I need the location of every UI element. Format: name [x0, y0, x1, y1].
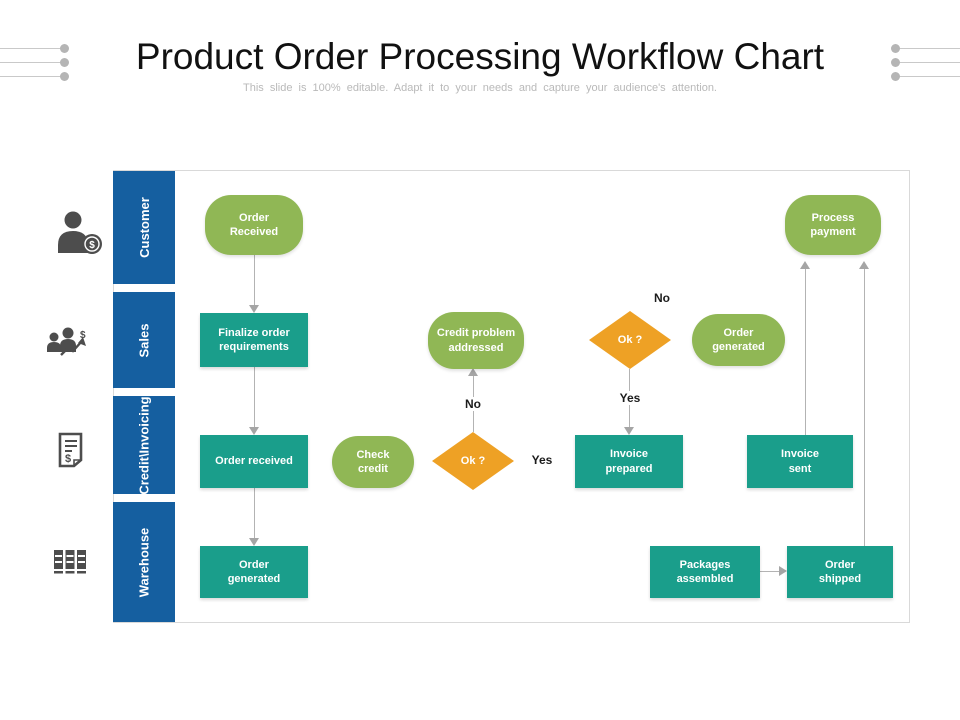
- arrowhead-down: [249, 538, 259, 546]
- connector-order-shipped-to-process-payment: [864, 269, 865, 546]
- edge-label-yes-sales: Yes: [612, 391, 648, 405]
- connector-order-received-to-order-generated: [254, 488, 255, 539]
- sales-growth-icon: $: [47, 327, 86, 356]
- connector-order-received-to-finalize: [254, 255, 255, 306]
- arrowhead-down: [249, 305, 259, 313]
- node-order-received-credit: Order received: [200, 435, 308, 488]
- node-invoice-sent: Invoice sent: [747, 435, 853, 488]
- svg-text:$: $: [80, 330, 86, 341]
- node-process-payment: Process payment: [785, 195, 881, 255]
- edge-label-no-credit: No: [457, 397, 489, 411]
- arrowhead-down: [624, 427, 634, 435]
- edge-label-no-sales: No: [654, 291, 670, 305]
- lane-warehouse: Warehouse: [113, 502, 175, 622]
- node-order-shipped: Order shipped: [787, 546, 893, 598]
- node-order-generated-warehouse: Order generated: [200, 546, 308, 598]
- node-check-credit: Check credit: [332, 436, 414, 488]
- node-order-generated-sales: Order generated: [692, 314, 785, 366]
- lane-customer: Customer: [113, 171, 175, 284]
- lane-sales: Sales: [113, 292, 175, 388]
- node-packages-assembled: Packages assembled: [650, 546, 760, 598]
- invoice-document-icon: $: [58, 432, 83, 468]
- arrowhead-down: [249, 427, 259, 435]
- edge-label-yes-credit: Yes: [531, 453, 553, 467]
- connector-finalize-to-order-received: [254, 367, 255, 428]
- page-title: Product Order Processing Workflow Chart: [135, 36, 825, 77]
- connector-packages-to-order-shipped: [760, 571, 780, 572]
- arrowhead-right: [779, 566, 787, 576]
- customer-dollar-icon: $: [58, 211, 102, 254]
- node-credit-problem-addressed: Credit problem addressed: [428, 312, 524, 369]
- warehouse-shelves-icon: [54, 550, 86, 574]
- node-invoice-prepared: Invoice prepared: [575, 435, 683, 488]
- node-finalize-order-requirements: Finalize order requirements: [200, 313, 308, 367]
- arrowhead-up: [800, 261, 810, 269]
- arrowhead-up: [859, 261, 869, 269]
- lane-credit-invoicing: Credit\Invoicing: [113, 396, 175, 494]
- node-order-received-customer: Order Received: [205, 195, 303, 255]
- arrowhead-up: [468, 368, 478, 376]
- page-subtitle: This slide is 100% editable. Adapt it to…: [243, 82, 717, 94]
- svg-text:$: $: [89, 240, 95, 251]
- svg-text:$: $: [65, 453, 71, 465]
- connector-invoice-sent-to-process-payment: [805, 269, 806, 435]
